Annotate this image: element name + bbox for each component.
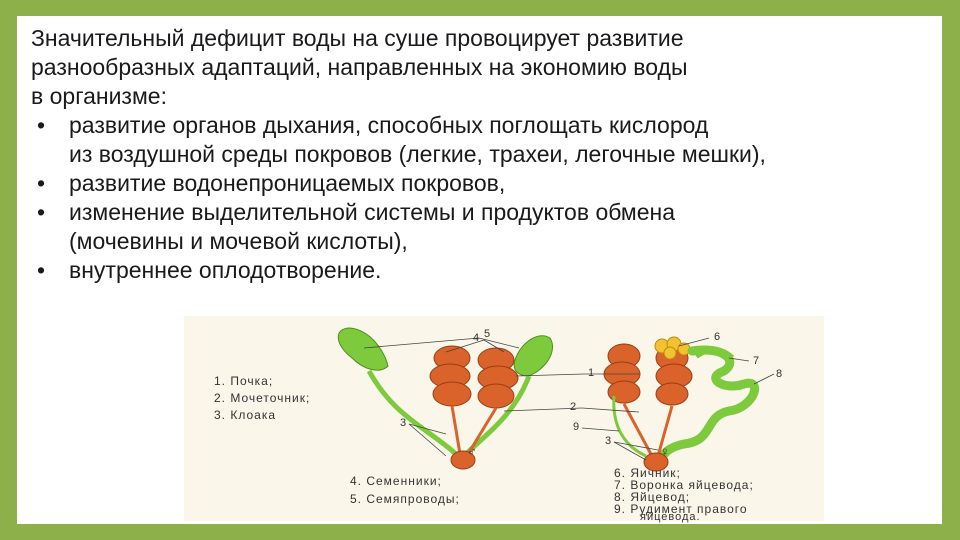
- left-testis: [337, 327, 389, 371]
- oviduct-funnel: [694, 347, 735, 361]
- intro-line-3: в организме:: [31, 83, 167, 109]
- legend-oviduct: 8. Яйцевод;: [614, 490, 691, 504]
- slide: Значительный дефицит воды на суше провоц…: [17, 16, 942, 524]
- callout-2: 2: [570, 401, 577, 413]
- bullet-dot: •: [37, 170, 46, 196]
- callout-1: 1: [588, 367, 595, 379]
- male-right-kidney: [477, 347, 519, 409]
- male-left-kidney: [429, 345, 472, 407]
- bullet-line: развитие органов дыхания, способных погл…: [69, 112, 709, 138]
- bullet-line: (мочевины и мочевой кислоты),: [69, 228, 408, 254]
- intro-line-1: Значительный дефицит воды на суше провоц…: [31, 25, 684, 51]
- slide-text: Значительный дефицит воды на суше провоц…: [31, 24, 931, 285]
- oviduct: [657, 345, 760, 463]
- legend-cloaca: 3. Клоака: [214, 408, 277, 422]
- bullet-dot: •: [37, 112, 46, 138]
- legend-ureter: 2. Мочеточник;: [214, 391, 311, 405]
- right-testis: [513, 335, 553, 377]
- callout-6: 6: [714, 331, 721, 343]
- legend-rudiment-cont: яйцевода.: [640, 511, 701, 523]
- female-cloaca: [643, 452, 669, 472]
- bullet-respiration: • развитие органов дыхания, способных по…: [31, 111, 931, 169]
- legend-ovary: 6. Яичник;: [614, 466, 681, 480]
- bullet-excretion: • изменение выделительной системы и прод…: [31, 198, 931, 256]
- female-left-kidney: [603, 343, 641, 404]
- bullet-dot: •: [37, 199, 46, 225]
- adaptations-list: • развитие органов дыхания, способных по…: [31, 111, 931, 285]
- callout-3-female: 3: [605, 435, 612, 447]
- organs-illustration: [337, 327, 775, 472]
- female-ureters: [622, 403, 674, 457]
- male-symbol: ♂: [467, 444, 477, 459]
- bullet-line: внутреннее оплодотворение.: [69, 257, 382, 283]
- legend-rudiment: 9. Рудимент правого: [614, 502, 748, 516]
- callout-7: 7: [753, 355, 760, 367]
- right-oviduct-rudiment: [612, 395, 647, 458]
- bullet-line: изменение выделительной системы и продук…: [69, 199, 676, 225]
- legend-kidney: 1. Почка;: [214, 374, 274, 388]
- callout-3: 3: [400, 417, 407, 429]
- leader-lines: [363, 337, 775, 461]
- intro-line-2: разнообразных адаптаций, направленных на…: [31, 54, 688, 80]
- legend-testes: 4. Семенники;: [350, 474, 442, 488]
- callout-9: 9: [573, 421, 580, 433]
- ovary: [654, 336, 691, 360]
- bullet-line: из воздушной среды покровов (легкие, тра…: [69, 141, 766, 167]
- callout-8: 8: [776, 368, 783, 380]
- male-ureters: [450, 405, 498, 455]
- male-cloaca: [450, 450, 476, 470]
- urogenital-diagram: 4 5 1 2 3 6 7 8 1 2 9 3 ♂ ♀ 1. Почка; 2.…: [184, 316, 824, 523]
- bullet-integument: • развитие водонепроницаемых покровов,: [31, 169, 931, 198]
- callout-4: 4: [473, 332, 480, 344]
- callout-5: 5: [484, 328, 491, 340]
- bullet-line: развитие водонепроницаемых покровов,: [69, 170, 506, 196]
- bullet-fertilization: • внутреннее оплодотворение.: [31, 256, 931, 285]
- female-symbol: ♀: [660, 444, 670, 459]
- legend-vas-deferens: 5. Семяпроводы;: [350, 492, 460, 506]
- legend-funnel: 7. Воронка яйцевода;: [614, 478, 754, 492]
- bullet-dot: •: [37, 257, 46, 283]
